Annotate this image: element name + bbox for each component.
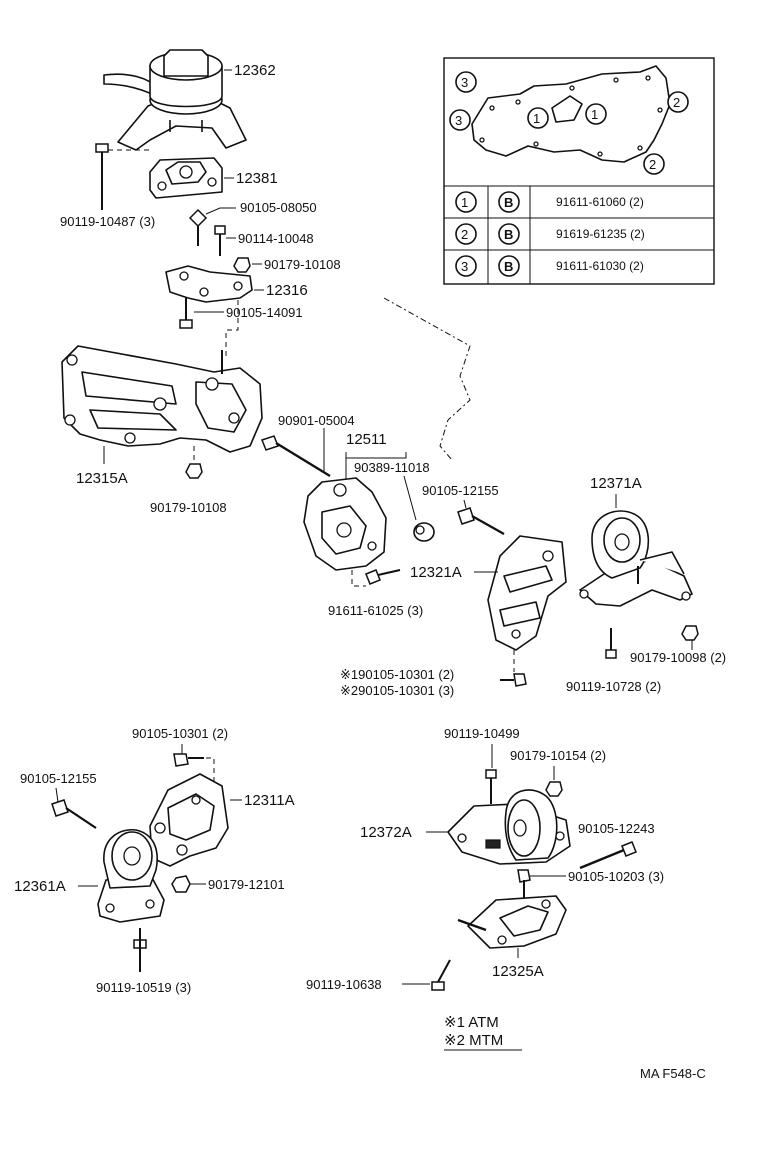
label-12362: 12362	[234, 62, 276, 79]
label-90179-12101: 90179-12101	[208, 877, 285, 892]
bolt-90105-08050	[188, 208, 208, 246]
label-90105-08050: 90105-08050	[240, 200, 317, 215]
inset-row-3-part: 91611-61030 (2)	[556, 259, 644, 273]
label-90179-10108-a: 90179-10108	[264, 257, 341, 272]
inset-callout-1-left: 1	[533, 111, 540, 126]
label-90119-10519: 90119-10519 (3)	[96, 980, 191, 995]
bolt-90901-05004	[261, 435, 331, 478]
inset-panel: 3 3 1 1 2 2 1 B 91611-61060 (2) 2 B 9161…	[443, 57, 715, 285]
label-90389-11018: 90389-11018	[354, 460, 430, 475]
bolt-90105-14091	[179, 298, 193, 329]
label-90105-14091: 90105-14091	[226, 305, 303, 320]
label-12316: 12316	[266, 282, 308, 299]
bolt-91611-61025	[365, 569, 401, 585]
bolt-90119-10728	[605, 628, 617, 659]
mount-12361A-drawing	[97, 829, 165, 923]
dash-10301b	[206, 757, 215, 790]
nut-90179-10098	[681, 625, 699, 641]
label-12311A: 12311A	[244, 792, 295, 809]
bolt-90119-10487	[95, 143, 109, 210]
bolt-90119-10638	[431, 959, 451, 991]
inset-callout-3-top: 3	[461, 75, 468, 90]
nut-90179-10108-bottom	[185, 463, 203, 479]
inset-row-2-code: B	[504, 227, 513, 242]
mount-12362-drawing	[103, 49, 247, 151]
inset-table-row-2: 2 B 91619-61235 (2)	[455, 223, 645, 245]
label-90179-10154: 90179-10154 (2)	[510, 748, 606, 763]
inset-row-2-part: 91619-61235 (2)	[556, 227, 645, 241]
inset-table-row-1: 1 B 91611-61060 (2)	[455, 191, 644, 213]
bolt-90119-10499	[485, 769, 497, 804]
bracket-12381-drawing	[149, 157, 223, 199]
inset-callout-3-left: 3	[455, 113, 462, 128]
label-12371A: 12371A	[590, 475, 642, 492]
label-90119-10728: 90119-10728 (2)	[566, 679, 661, 694]
bracket-12311A-drawing	[149, 773, 229, 867]
bolt-90105-12155-a	[457, 507, 505, 535]
bracket-12316-drawing	[165, 265, 253, 303]
label-12315A: 12315A	[76, 470, 128, 487]
leader-08050	[205, 207, 236, 215]
nut-90179-12101	[171, 875, 191, 893]
mount-12371A-drawing	[579, 510, 693, 607]
leader-12155a	[463, 499, 467, 509]
leader-11018	[403, 475, 417, 521]
label-90119-10499: 90119-10499	[444, 726, 520, 741]
bracket-12325A-drawing	[457, 895, 567, 949]
label-90179-10098: 90179-10098 (2)	[630, 650, 726, 665]
label-90114-10048: 90114-10048	[238, 231, 314, 246]
label-90105-12155-b: 90105-12155	[20, 771, 97, 786]
bolt-90105-12155-b	[51, 799, 97, 829]
bolt-90114-10048	[214, 225, 226, 256]
dash-12316	[225, 300, 239, 360]
legend-note-mtm: ※2 MTM	[444, 1032, 503, 1049]
label-90901-05004: 90901-05004	[278, 413, 355, 428]
bolt-90105-12243	[579, 841, 637, 870]
label-90105-10301-note2: ※290105-10301 (3)	[340, 683, 454, 698]
label-12381: 12381	[236, 170, 278, 187]
bracket-line-12511	[345, 452, 407, 459]
mount-12372A-drawing	[447, 789, 571, 865]
legend-note-atm: ※1 ATM	[444, 1014, 499, 1031]
label-90105-10301-note1: ※190105-10301 (2)	[340, 667, 454, 682]
diagram-code: MA F548-C	[640, 1066, 706, 1081]
label-12325A: 12325A	[492, 963, 544, 980]
label-12361A: 12361A	[14, 878, 66, 895]
nut-90389-11018	[413, 522, 435, 542]
bracket-12321A-drawing	[487, 535, 567, 651]
label-90105-12155-a: 90105-12155	[422, 483, 499, 498]
label-90119-10487: 90119-10487 (3)	[60, 214, 155, 229]
inset-table-row-3: 3 B 91611-61030 (2)	[455, 255, 644, 277]
inset-row-1-code: B	[504, 195, 513, 210]
label-90105-12243: 90105-12243	[578, 821, 655, 836]
nut-90179-10108-top	[233, 257, 251, 273]
bolt-90105-10301-notes	[500, 673, 527, 687]
nut-90179-10154	[545, 781, 563, 797]
inset-row-3-code: B	[504, 259, 513, 274]
inset-row-1-index: 1	[461, 195, 468, 210]
bolt-90119-10519	[133, 928, 147, 972]
bolt-90105-10301-b	[173, 753, 204, 767]
inset-callout-1-right: 1	[591, 107, 598, 122]
leader-12155b	[55, 787, 59, 803]
label-90105-10203: 90105-10203 (3)	[568, 869, 664, 884]
label-12372A: 12372A	[360, 824, 412, 841]
label-12511: 12511	[346, 431, 387, 448]
inset-callout-2-bottom: 2	[649, 157, 656, 172]
label-12321A: 12321A	[410, 564, 462, 581]
inset-row-3-index: 3	[461, 259, 468, 274]
inset-row-2-index: 2	[461, 227, 468, 242]
bracket-12511-drawing	[303, 477, 387, 571]
bracket-12315A-drawing	[61, 345, 263, 453]
label-90105-10301-b: 90105-10301 (2)	[132, 726, 228, 741]
label-91611-61025: 91611-61025 (3)	[328, 603, 423, 618]
dash-long-connector	[383, 297, 471, 461]
dash-61025	[351, 570, 366, 587]
inset-callout-2-top: 2	[673, 95, 680, 110]
label-90179-10108-b: 90179-10108	[150, 500, 227, 515]
label-90119-10638: 90119-10638	[306, 977, 382, 992]
inset-row-1-part: 91611-61060 (2)	[556, 195, 644, 209]
